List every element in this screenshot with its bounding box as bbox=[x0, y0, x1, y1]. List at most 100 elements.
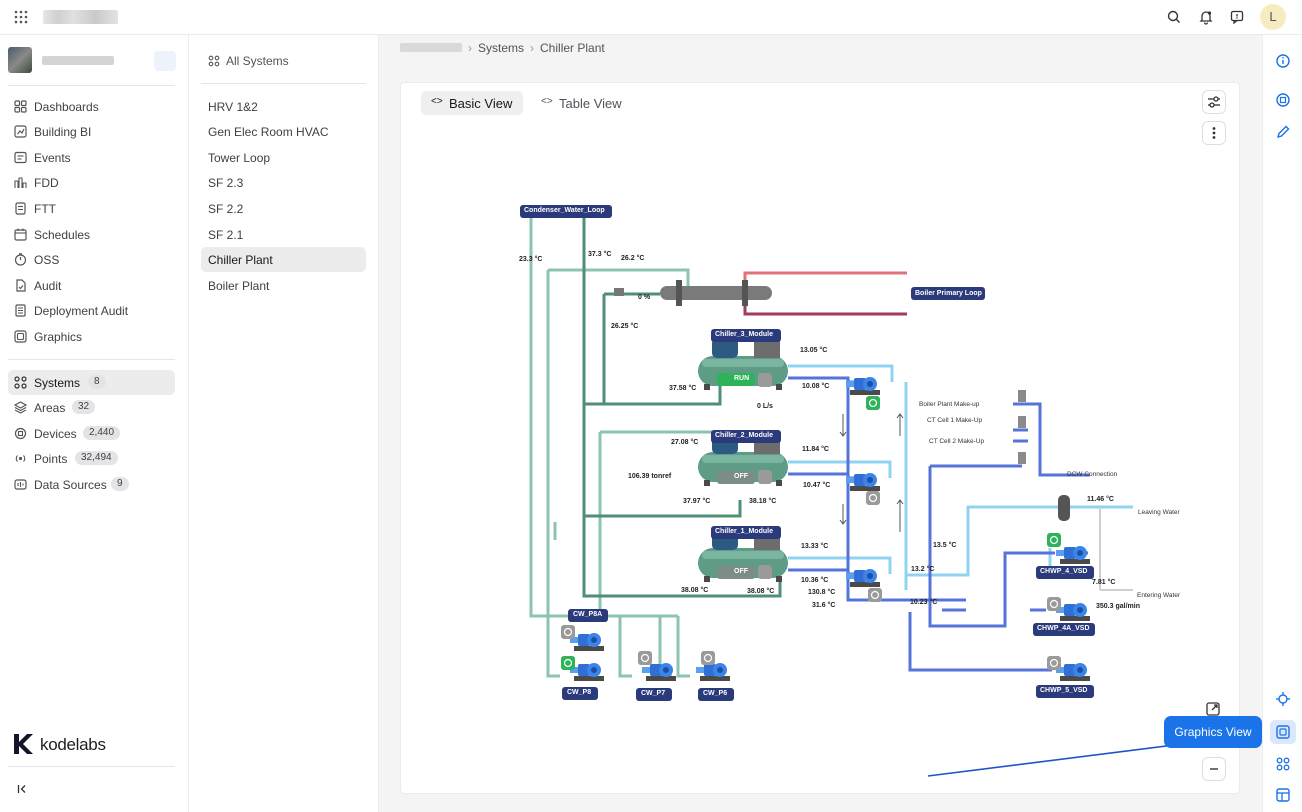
expand-icon bbox=[1206, 702, 1220, 716]
sidebar-item-label: OSS bbox=[34, 253, 60, 267]
sidebar-item-schedules[interactable]: Schedules bbox=[8, 222, 175, 247]
audit-icon bbox=[16, 279, 26, 292]
count-badge: 32,494 bbox=[75, 451, 118, 465]
sidebar-item-label: Schedules bbox=[34, 228, 91, 242]
device-icon[interactable] bbox=[1274, 91, 1292, 109]
sidebar-item-label: Devices bbox=[34, 427, 77, 441]
sidebar-item-fdd[interactable]: FDD bbox=[8, 170, 175, 195]
all-systems-label: All Systems bbox=[226, 54, 289, 68]
graphics-view-button[interactable] bbox=[1270, 720, 1296, 744]
sidebar-item-graphics[interactable]: Graphics bbox=[8, 324, 175, 349]
layout-icon[interactable] bbox=[1274, 786, 1292, 804]
sidebar-divider bbox=[8, 85, 175, 86]
system-label: Boiler Plant bbox=[208, 279, 270, 293]
edit-pencil-icon[interactable] bbox=[1274, 123, 1292, 141]
main-sidebar: Dashboards Building BI Events FDD FTT Sc… bbox=[0, 35, 189, 812]
system-item[interactable]: HRV 1&2 bbox=[201, 94, 366, 119]
system-item-active[interactable]: Chiller Plant bbox=[201, 247, 366, 272]
tab-basic-view[interactable]: <> Basic View bbox=[421, 91, 523, 115]
sidebar-item-oss[interactable]: OSS bbox=[8, 247, 175, 272]
sidebar-item-dashboards[interactable]: Dashboards bbox=[8, 94, 175, 119]
sidebar-item-label: Points bbox=[34, 452, 68, 466]
sidebar-item-label: Building BI bbox=[34, 125, 92, 139]
sidebar-item-deployment-audit[interactable]: Deployment Audit bbox=[8, 298, 175, 323]
systems-icon bbox=[14, 376, 27, 389]
sidebar-item-label: Dashboards bbox=[34, 100, 99, 114]
sidebar-item-label: Deployment Audit bbox=[34, 304, 129, 318]
sidebar-item-label: Data Sources bbox=[34, 478, 107, 492]
zoom-out-button[interactable] bbox=[1202, 757, 1226, 781]
tab-label: Basic View bbox=[449, 96, 513, 111]
graphics-card: <> Basic View <> Table View bbox=[400, 82, 1240, 794]
breadcrumb-site[interactable] bbox=[400, 43, 462, 52]
sidebar-item-points[interactable]: Points 32,494 bbox=[8, 446, 175, 471]
sidebar-item-label: FTT bbox=[34, 202, 56, 216]
system-label: SF 2.2 bbox=[208, 202, 244, 216]
sidebar-item-building-bi[interactable]: Building BI bbox=[8, 119, 175, 144]
tab-label: Table View bbox=[559, 96, 622, 111]
system-label: SF 2.3 bbox=[208, 176, 244, 190]
chart-icon bbox=[14, 125, 27, 138]
sidebar-item-label: Audit bbox=[34, 279, 62, 293]
ftt-icon bbox=[15, 202, 26, 215]
app-grid-icon[interactable] bbox=[14, 10, 28, 24]
sidebar-divider bbox=[8, 766, 175, 767]
user-avatar[interactable]: L bbox=[1260, 4, 1286, 30]
sidebar-item-data-sources[interactable]: Data Sources 9 bbox=[8, 472, 175, 497]
systems-icon[interactable] bbox=[1274, 755, 1292, 773]
collapse-sidebar-button[interactable] bbox=[17, 783, 27, 797]
system-item[interactable]: SF 2.1 bbox=[201, 222, 366, 247]
sidebar-item-systems[interactable]: Systems 8 bbox=[8, 370, 175, 395]
system-item[interactable]: Boiler Plant bbox=[201, 273, 366, 298]
kodelabs-logo: kodelabs bbox=[10, 731, 130, 757]
search-icon[interactable] bbox=[1166, 9, 1182, 25]
document-icon bbox=[15, 304, 26, 317]
feedback-icon[interactable] bbox=[1229, 9, 1245, 25]
top-bar: L bbox=[0, 0, 1302, 35]
system-item[interactable]: SF 2.2 bbox=[201, 196, 366, 221]
tab-table-view[interactable]: <> Table View bbox=[531, 91, 631, 115]
sidebar-item-ftt[interactable]: FTT bbox=[8, 196, 175, 221]
breadcrumb-separator-icon: › bbox=[468, 41, 472, 55]
sidebar-item-areas[interactable]: Areas 32 bbox=[8, 395, 175, 420]
network-icon[interactable] bbox=[1274, 690, 1292, 708]
system-item[interactable]: SF 2.3 bbox=[201, 170, 366, 195]
sidebar-item-audit[interactable]: Audit bbox=[8, 273, 175, 298]
layers-icon bbox=[14, 401, 27, 414]
sidebar-item-label: Areas bbox=[34, 401, 66, 415]
breadcrumb-systems[interactable]: Systems bbox=[478, 41, 525, 55]
filter-settings-button[interactable] bbox=[1202, 90, 1226, 114]
code-icon: <> bbox=[541, 96, 553, 107]
sidebar-item-devices[interactable]: Devices 2,440 bbox=[8, 421, 175, 446]
organization-avatar bbox=[8, 47, 32, 73]
system-label: Chiller Plant bbox=[208, 253, 273, 267]
collapse-icon bbox=[17, 785, 26, 793]
sidebar-item-events[interactable]: Events bbox=[8, 145, 175, 170]
organization-name bbox=[42, 56, 114, 65]
count-badge: 32 bbox=[72, 400, 96, 414]
system-label: SF 2.1 bbox=[208, 228, 244, 242]
app-logo[interactable] bbox=[43, 10, 118, 24]
system-item[interactable]: Gen Elec Room HVAC bbox=[201, 119, 366, 144]
grid-icon bbox=[14, 100, 27, 113]
count-badge: 8 bbox=[88, 375, 106, 389]
sidebar-divider bbox=[8, 359, 175, 360]
more-options-button[interactable] bbox=[1202, 121, 1226, 145]
system-label: Gen Elec Room HVAC bbox=[208, 125, 329, 139]
organization-menu-button[interactable] bbox=[154, 51, 176, 71]
timer-icon bbox=[14, 253, 27, 266]
system-item[interactable]: Tower Loop bbox=[201, 145, 366, 170]
info-icon[interactable] bbox=[1274, 52, 1292, 70]
sidebar-item-label: Systems bbox=[34, 376, 81, 390]
sidebar-item-label: Graphics bbox=[34, 330, 83, 344]
graphics-icon bbox=[1276, 725, 1290, 739]
sliders-icon bbox=[1208, 96, 1220, 108]
calendar-icon bbox=[14, 228, 27, 241]
notification-bell-icon[interactable] bbox=[1198, 9, 1214, 25]
device-icon bbox=[14, 427, 27, 440]
breadcrumb-current: Chiller Plant bbox=[540, 41, 605, 55]
code-icon: <> bbox=[431, 96, 443, 107]
organization-switcher[interactable] bbox=[8, 47, 176, 73]
fdd-icon bbox=[14, 177, 27, 188]
all-systems-link[interactable]: All Systems bbox=[208, 54, 289, 68]
